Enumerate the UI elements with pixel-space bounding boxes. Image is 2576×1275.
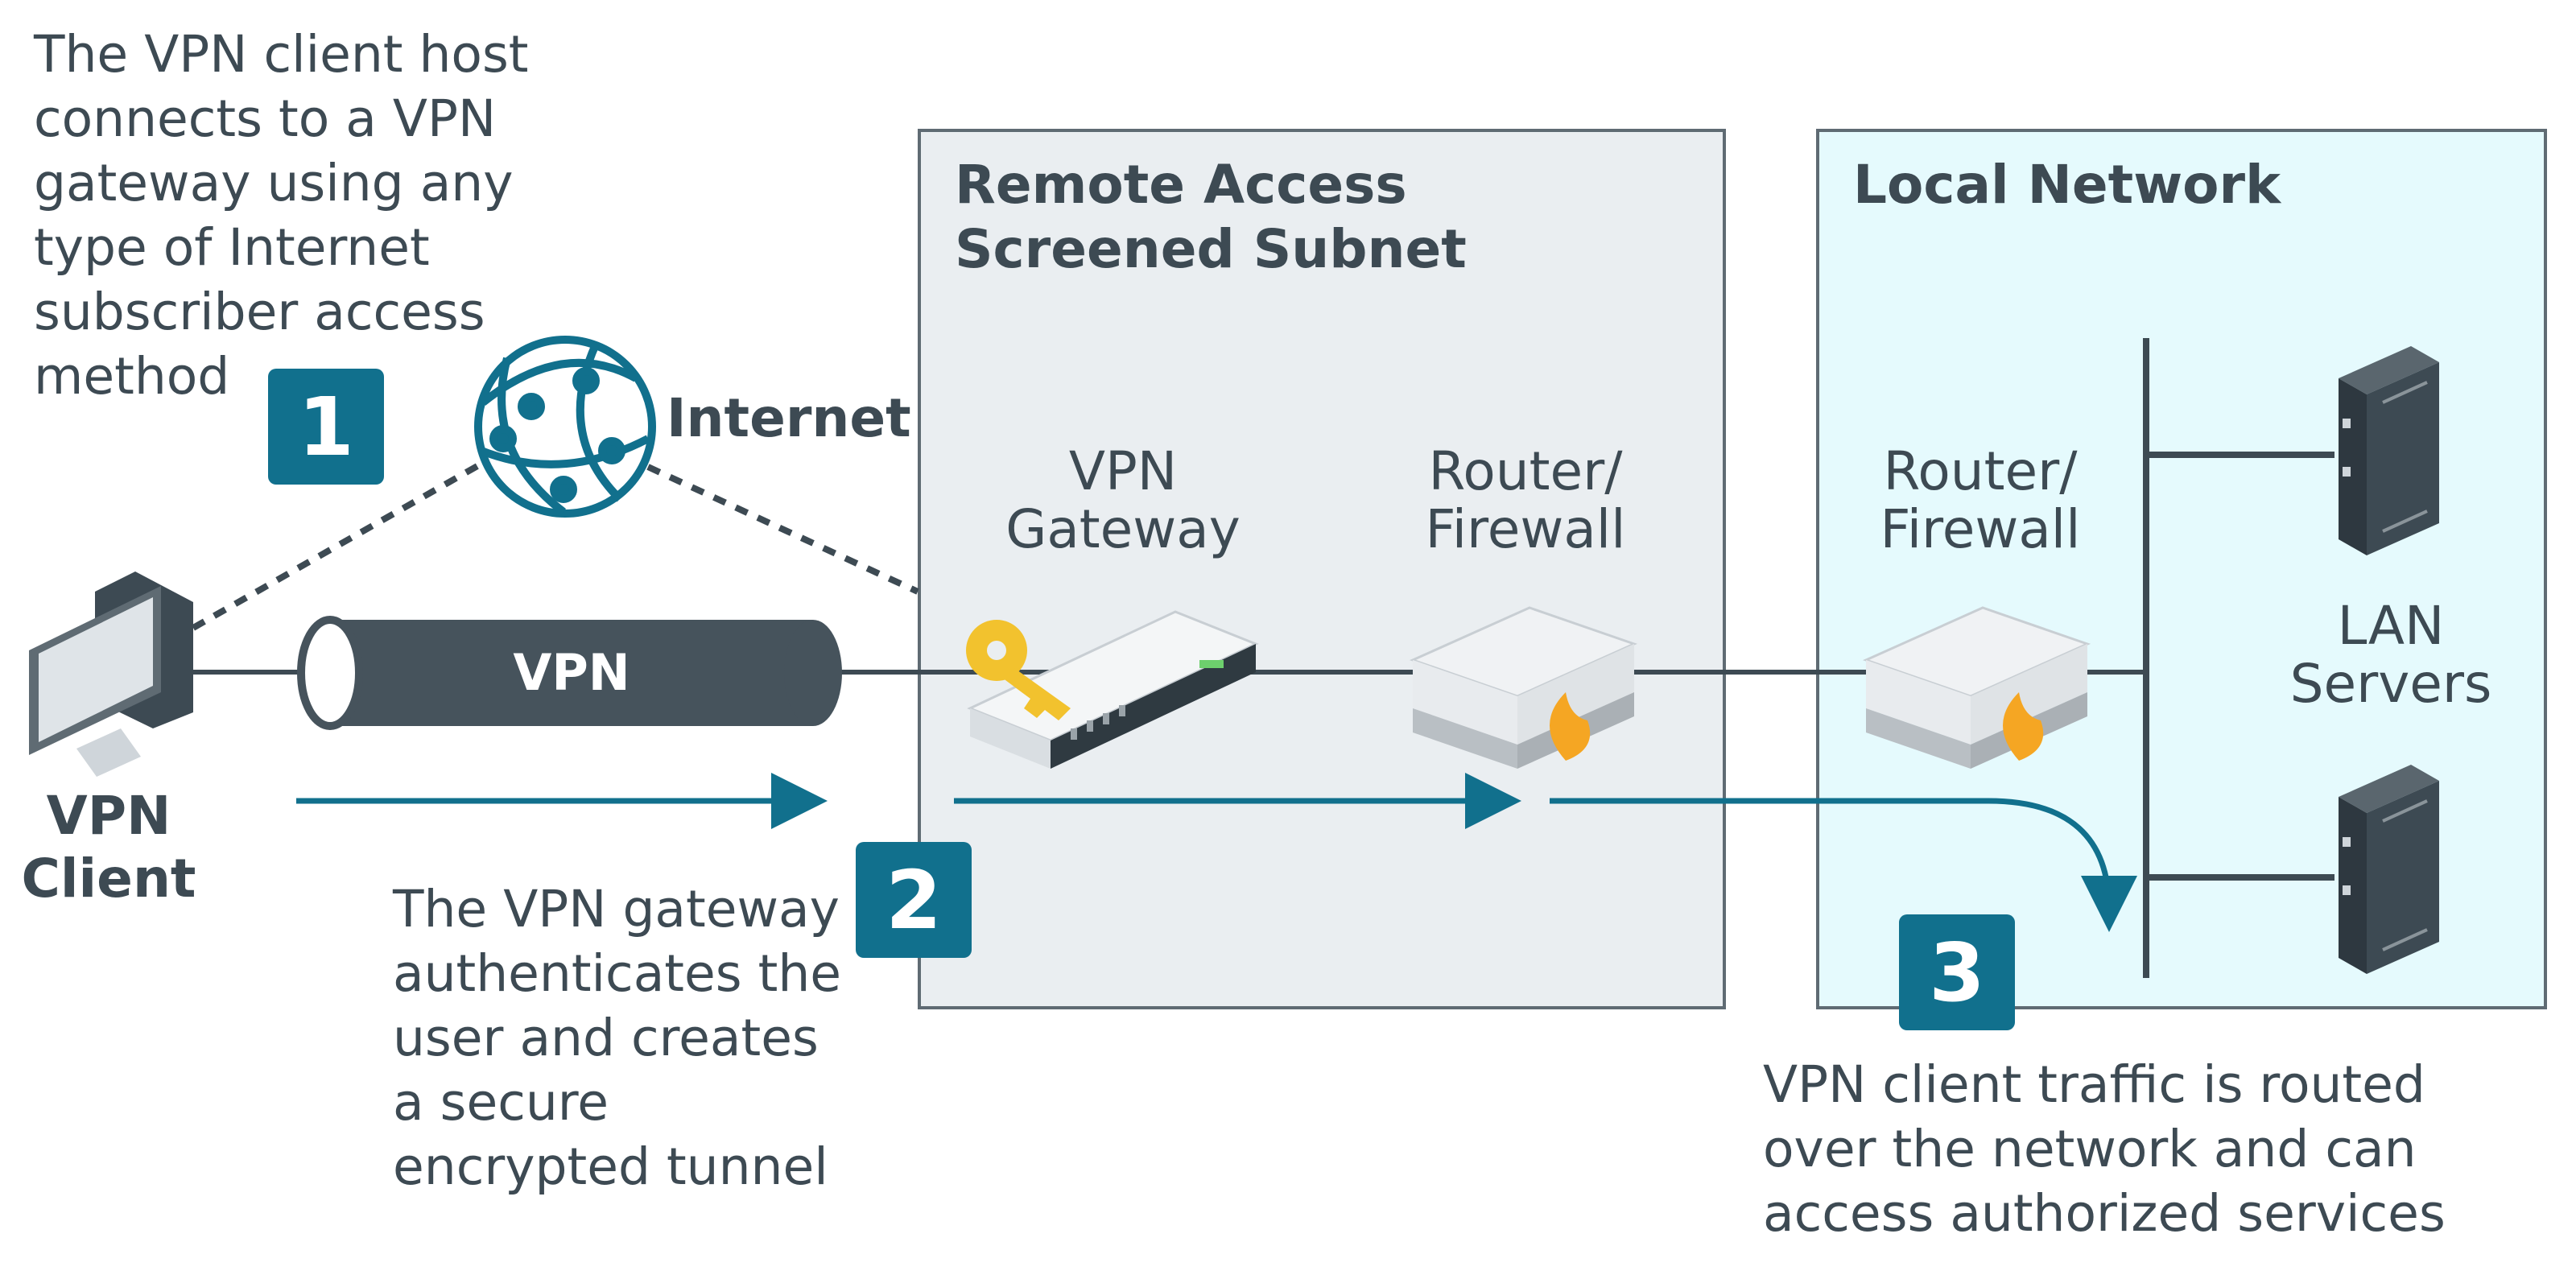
internet-link-right [646, 464, 919, 595]
remote-access-zone [918, 129, 1726, 1009]
router-firewall-label-2: Router/ Firewall [1880, 440, 2081, 560]
step3-note: VPN client traffic is routed over the ne… [1763, 1055, 2446, 1243]
vpn-gateway-label: VPN Gateway [1005, 440, 1241, 560]
router-firewall-label-1: Router/ Firewall [1425, 440, 1626, 560]
step-badge-1: 1 [268, 369, 384, 485]
computer-icon [29, 571, 193, 777]
step-badge-2: 2 [856, 842, 972, 958]
globe-icon [474, 336, 656, 518]
firewall-icon [1409, 606, 1638, 769]
internet-label: Internet [667, 387, 911, 449]
remote-zone-title: Remote Access Screened Subnet [955, 154, 1467, 280]
server-icon [2339, 765, 2439, 974]
flow-arrow-3 [1550, 798, 2137, 932]
server-icon [2339, 346, 2439, 555]
vpn-client-label: VPN Client [21, 785, 196, 910]
vpn-tunnel [297, 616, 842, 730]
key-icon [966, 620, 1071, 720]
step2-note: The VPN gateway authenticates the user a… [393, 880, 842, 1196]
firewall-icon [1862, 606, 2091, 769]
vpn-tunnel-label: VPN [513, 643, 630, 702]
step-badge-3: 3 [1899, 914, 2015, 1030]
step1-note: The VPN client host connects to a VPN ga… [34, 25, 529, 406]
local-zone-title: Local Network [1853, 154, 2281, 216]
internet-link-left [192, 460, 485, 631]
lan-servers-label: LAN Servers [2289, 595, 2492, 715]
